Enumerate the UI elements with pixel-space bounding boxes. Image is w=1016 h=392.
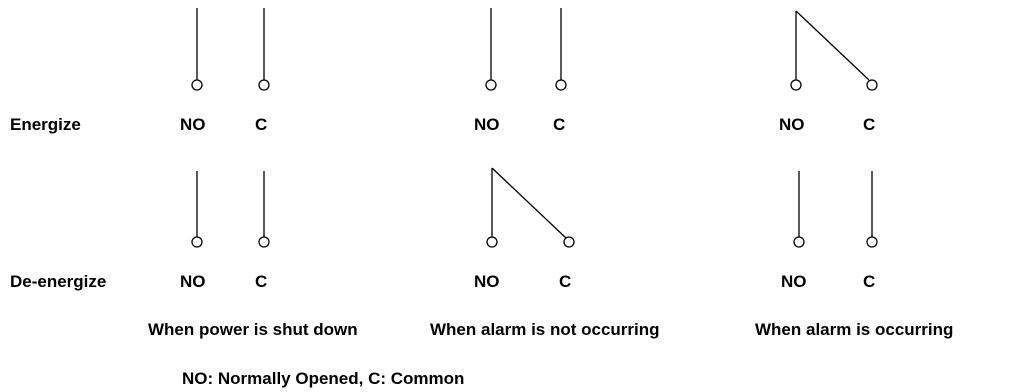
- row-label-energize: Energize: [10, 115, 81, 134]
- terminal-c-label: C: [863, 272, 876, 291]
- terminal-no-label: NO: [474, 272, 500, 291]
- row-label-deenergize: De-energize: [10, 272, 107, 291]
- terminal-no-label: NO: [474, 115, 500, 134]
- terminal-c-label: C: [553, 115, 566, 134]
- contact-power-off-deenergize: [191, 171, 270, 248]
- contact-alarm-deenergize: [793, 171, 878, 248]
- contact-no-alarm-energize: [485, 8, 567, 91]
- terminal-no-label: NO: [180, 115, 206, 134]
- column-caption-power-off: When power is shut down: [148, 320, 358, 339]
- terminal-no-label: NO: [180, 272, 206, 291]
- column-caption-no-alarm: When alarm is not occurring: [430, 320, 660, 339]
- terminal-c-label: C: [255, 272, 268, 291]
- terminal-c-label: C: [559, 272, 572, 291]
- terminal-c-label: C: [255, 115, 268, 134]
- contact-no-alarm-deenergize: [486, 167, 575, 248]
- terminal-no-label: NO: [781, 272, 807, 291]
- terminal-c-label: C: [863, 115, 876, 134]
- legend-text: NO: Normally Opened, C: Common: [182, 369, 465, 388]
- terminal-no-label: NO: [779, 115, 805, 134]
- contact-power-off-energize: [191, 8, 270, 91]
- column-caption-alarm: When alarm is occurring: [755, 320, 954, 339]
- contact-alarm-energize: [790, 10, 878, 91]
